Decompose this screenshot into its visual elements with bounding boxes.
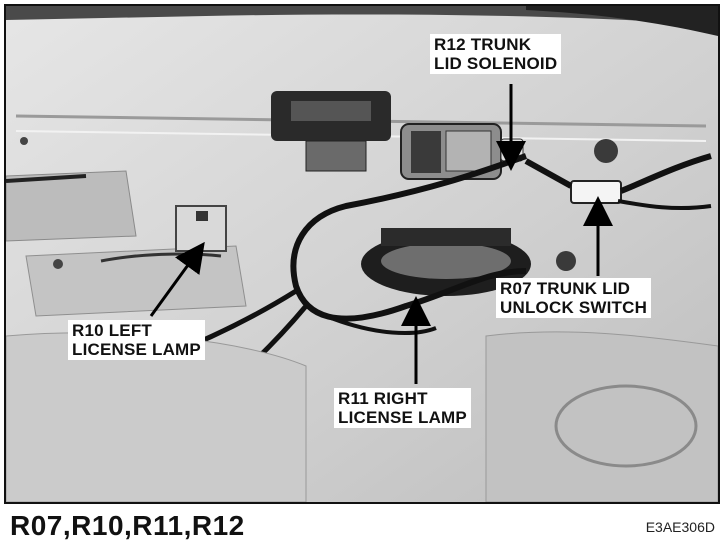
callout-r11-line2: LICENSE LAMP [338, 408, 467, 427]
trunk-lid-photo: R12 TRUNK LID SOLENOID R07 TRUNK LID UNL… [4, 4, 720, 504]
left-panel-recess [6, 170, 137, 242]
callout-r07-line2: UNLOCK SWITCH [500, 298, 648, 317]
callout-r07-line1: R07 TRUNK LID [500, 279, 631, 298]
figure-caption: R07,R10,R11,R12 [10, 510, 245, 541]
callout-r12-line1: R12 TRUNK [434, 35, 532, 54]
wiring-harness [290, 153, 528, 322]
callout-r11-right-license-lamp: R11 RIGHT LICENSE LAMP [334, 388, 471, 428]
callout-r10-left-license-lamp: R10 LEFT LICENSE LAMP [68, 320, 205, 360]
trunk-edge [6, 6, 718, 26]
callout-r11-line1: R11 RIGHT [338, 389, 428, 408]
callout-r12-line2: LID SOLENOID [434, 54, 558, 73]
callout-r10-line2: LICENSE LAMP [72, 340, 201, 359]
trunk-lid-unlock-switch [570, 180, 622, 204]
callout-r10-line1: R10 LEFT [72, 321, 153, 340]
figure-code: E3AE306D [645, 519, 715, 535]
r10-leader-arrow [149, 241, 205, 317]
callout-r07-trunk-lid-unlock-switch: R07 TRUNK LID UNLOCK SWITCH [496, 278, 652, 318]
callout-r12-trunk-lid-solenoid: R12 TRUNK LID SOLENOID [430, 34, 562, 74]
